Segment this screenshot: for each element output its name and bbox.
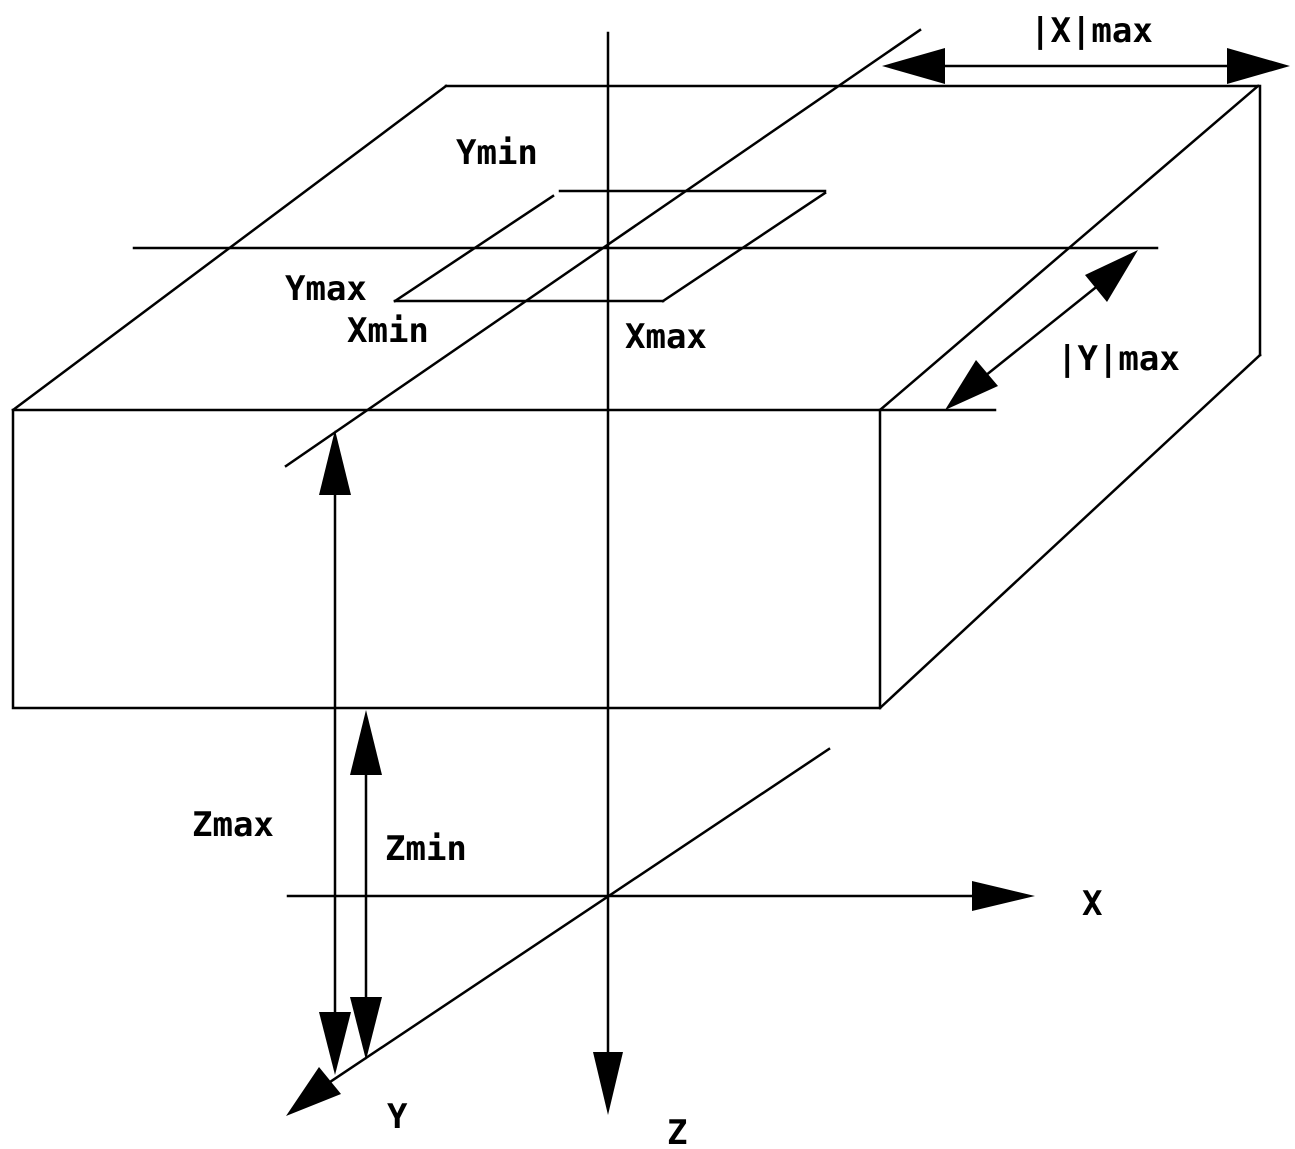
inner-xmin-edge: [393, 194, 555, 303]
abs-y-max-arrow-bottom: [945, 360, 998, 410]
abs-x-max-label: |X|max: [1030, 11, 1153, 51]
z-max-arrow-top: [319, 430, 351, 495]
box-bottom-right-edge: [878, 353, 1262, 710]
reference-lines: [132, 28, 1159, 468]
x-min-label: Xmin: [347, 311, 429, 351]
abs-y-max-dimension: [945, 250, 1138, 410]
x-axis-label: X: [1082, 884, 1103, 924]
z-max-label: Zmax: [192, 805, 274, 845]
y-min-label: Ymin: [456, 133, 538, 173]
y-max-label: Ymax: [285, 269, 367, 309]
z-axis-label: Z: [667, 1113, 687, 1149]
labels: |X|max Ymin Ymax Xmin Xmax |Y|max Zmax Z…: [192, 11, 1180, 1149]
box-front-face: [11, 408, 882, 710]
y-axis-arrowhead: [286, 1067, 341, 1116]
inner-xmax-edge: [661, 191, 827, 303]
z-min-arrow-top: [350, 710, 382, 775]
z-axis-arrowhead: [593, 1052, 623, 1115]
abs-x-max-arrow-left: [882, 48, 945, 84]
z-max-arrow-bottom: [319, 1012, 351, 1075]
coordinate-axes: [286, 31, 1035, 1116]
z-min-dimension: [350, 710, 382, 1060]
x-max-label: Xmax: [625, 317, 707, 357]
abs-y-max-dimension-line: [978, 278, 1107, 382]
abs-y-max-label: |Y|max: [1057, 339, 1180, 379]
z-min-label: Zmin: [385, 829, 467, 869]
z-max-dimension: [319, 430, 351, 1075]
box-outline: [11, 84, 1262, 710]
top-diagonal-reference: [284, 28, 922, 468]
abs-x-max-arrow-right: [1227, 48, 1290, 84]
abs-y-max-arrow-top: [1085, 250, 1138, 302]
x-axis-arrowhead: [972, 881, 1035, 911]
inner-region-outline: [393, 189, 827, 303]
z-min-arrow-bottom: [350, 997, 382, 1060]
y-axis-line: [328, 747, 831, 1084]
y-axis-label: Y: [387, 1097, 408, 1137]
abs-x-max-dimension: [882, 48, 1290, 84]
